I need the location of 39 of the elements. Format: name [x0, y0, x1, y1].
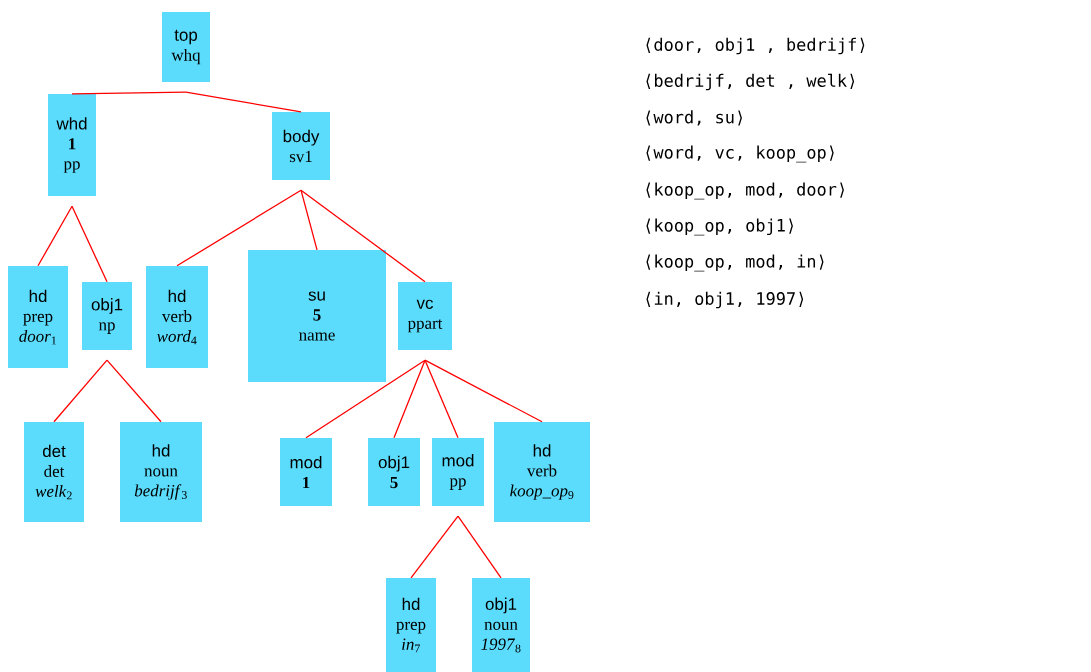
tree-line	[424, 359, 459, 439]
relation-triple: ⟨word, su⟩	[646, 110, 742, 126]
tree-line	[71, 91, 187, 95]
relation-triple: ⟨koop_op, obj1⟩	[646, 218, 793, 236]
relation-triple: ⟨word, vc, koop_op⟩	[646, 145, 834, 163]
tree-node: hd verb word$_{4}$	[146, 266, 208, 368]
tree-node: obj1 np	[82, 282, 132, 350]
tree-node: body sv1	[272, 112, 330, 180]
tree-line	[457, 515, 502, 579]
tree-node: hd prep in$_{7}$	[386, 578, 436, 672]
tree-node: hd prep door$_{1}$	[8, 266, 68, 368]
tree-line	[393, 359, 426, 439]
relation-triple: ⟨koop_op, mod, door⟩	[646, 182, 844, 200]
tree-line	[37, 205, 73, 267]
tree-node: obj1 noun 1997$_{8}$	[472, 578, 530, 672]
tree-line	[305, 359, 426, 439]
tree-line	[176, 189, 302, 267]
tree-node: top whq	[162, 12, 210, 82]
tree-line	[185, 91, 302, 113]
tree-line	[410, 515, 459, 579]
relation-triple: ⟨bedrijf, det , welk⟩	[646, 73, 855, 91]
tree-node: det det welk$_{2}$	[24, 422, 84, 522]
tree-node: whd 1 pp	[48, 94, 96, 196]
tree-node: su 5 name	[248, 250, 386, 382]
tree-line	[300, 189, 426, 283]
tree-line	[53, 359, 108, 423]
tree-line	[106, 359, 162, 423]
relation-triple: ⟨in, obj1, 1997⟩	[646, 291, 804, 309]
tree-line	[71, 205, 108, 283]
tree-node: hd noun bedrijf$_{3}$	[120, 422, 202, 522]
relation-triple: ⟨door, obj1 , bedrijf⟩	[646, 37, 865, 55]
tree-node: hd verb koop_op$_{9}$	[494, 422, 590, 522]
tree-line	[424, 359, 543, 423]
relation-triple: ⟨koop_op, mod, in⟩	[646, 254, 824, 272]
tree-node: obj1 5	[368, 438, 420, 506]
tree-line	[300, 189, 318, 251]
tree-node: vc ppart	[398, 282, 452, 350]
tree-node: mod 1	[280, 438, 332, 506]
tree-node: mod pp	[432, 438, 484, 506]
